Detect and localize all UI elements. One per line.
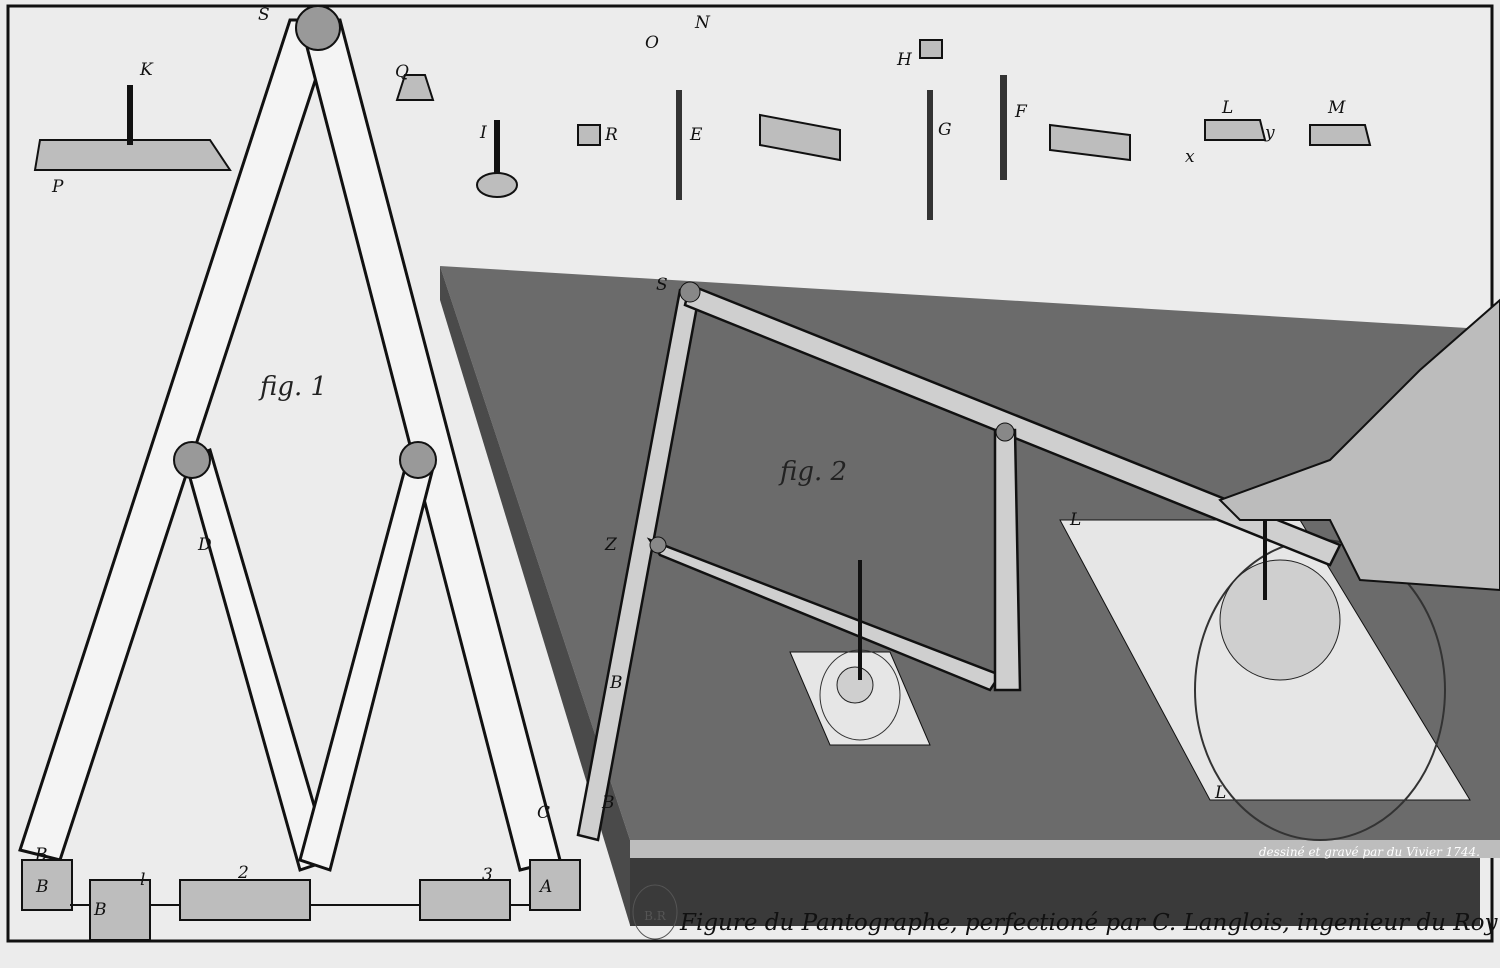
large-portrait-head [1219, 559, 1341, 681]
label-y: y [1264, 123, 1275, 143]
fig1-pantograph [18, 5, 581, 941]
part-G [927, 90, 933, 220]
fig2-label-L1: L [1069, 510, 1081, 530]
part-block-A [759, 113, 841, 162]
plate-caption: Figure du Pantographe, perfectioné par C… [679, 910, 1500, 936]
label-G: G [938, 120, 952, 140]
part-F [1000, 75, 1007, 180]
fig1-label-C: C [537, 803, 550, 823]
fig2-pantograph [576, 281, 1342, 842]
part-R [577, 124, 601, 146]
part-block-B [1049, 123, 1131, 162]
small-portrait-head [836, 666, 874, 704]
fig1-label-A: A [538, 877, 552, 897]
label-N: N [694, 13, 711, 33]
part-P-block [33, 139, 232, 171]
loose-parts [33, 39, 1372, 220]
part-H [919, 39, 943, 59]
part-L [1204, 119, 1267, 141]
fig1-label-B: B [34, 845, 48, 865]
fig2-title: fig. 2 [778, 457, 847, 487]
fig1-label-2: 2 [237, 863, 249, 883]
fig1-label-3: 3 [482, 865, 493, 885]
label-x: x [1185, 147, 1195, 167]
label-S: S [258, 5, 270, 25]
fig1-label-B2: B [35, 877, 49, 897]
label-H: H [896, 50, 913, 70]
label-L: L [1221, 98, 1233, 118]
hand-illustration [1218, 298, 1500, 592]
label-M: M [1327, 98, 1346, 118]
library-stamp-text: B.R [644, 909, 667, 923]
label-E: E [689, 125, 703, 145]
label-Q: Q [395, 62, 409, 82]
label-I: I [479, 123, 487, 143]
fig1-label-D: D [197, 535, 212, 555]
fig1-label-1: l [140, 870, 145, 890]
part-K-pin [127, 85, 133, 145]
fig1-title: fig. 1 [258, 372, 327, 402]
part-I [476, 172, 518, 198]
label-F: F [1014, 102, 1028, 122]
fig1-label-B3: B [93, 900, 107, 920]
library-stamp [632, 884, 678, 940]
label-P: P [51, 177, 64, 197]
label-R: R [604, 125, 618, 145]
engraver-signature: dessiné et gravé par du Vivier 1744. [1259, 845, 1480, 859]
part-E [676, 90, 682, 200]
part-Q [395, 74, 435, 101]
fig2-label-B2: B [601, 793, 615, 813]
part-M [1309, 124, 1372, 146]
fig2-label-B1: B [609, 673, 623, 693]
fig2-label-Z: Z [604, 535, 618, 555]
label-K: K [139, 60, 154, 80]
fig2-label-S: S [656, 275, 668, 295]
label-O: O [645, 33, 659, 53]
fig2-label-L2: L [1214, 783, 1226, 803]
